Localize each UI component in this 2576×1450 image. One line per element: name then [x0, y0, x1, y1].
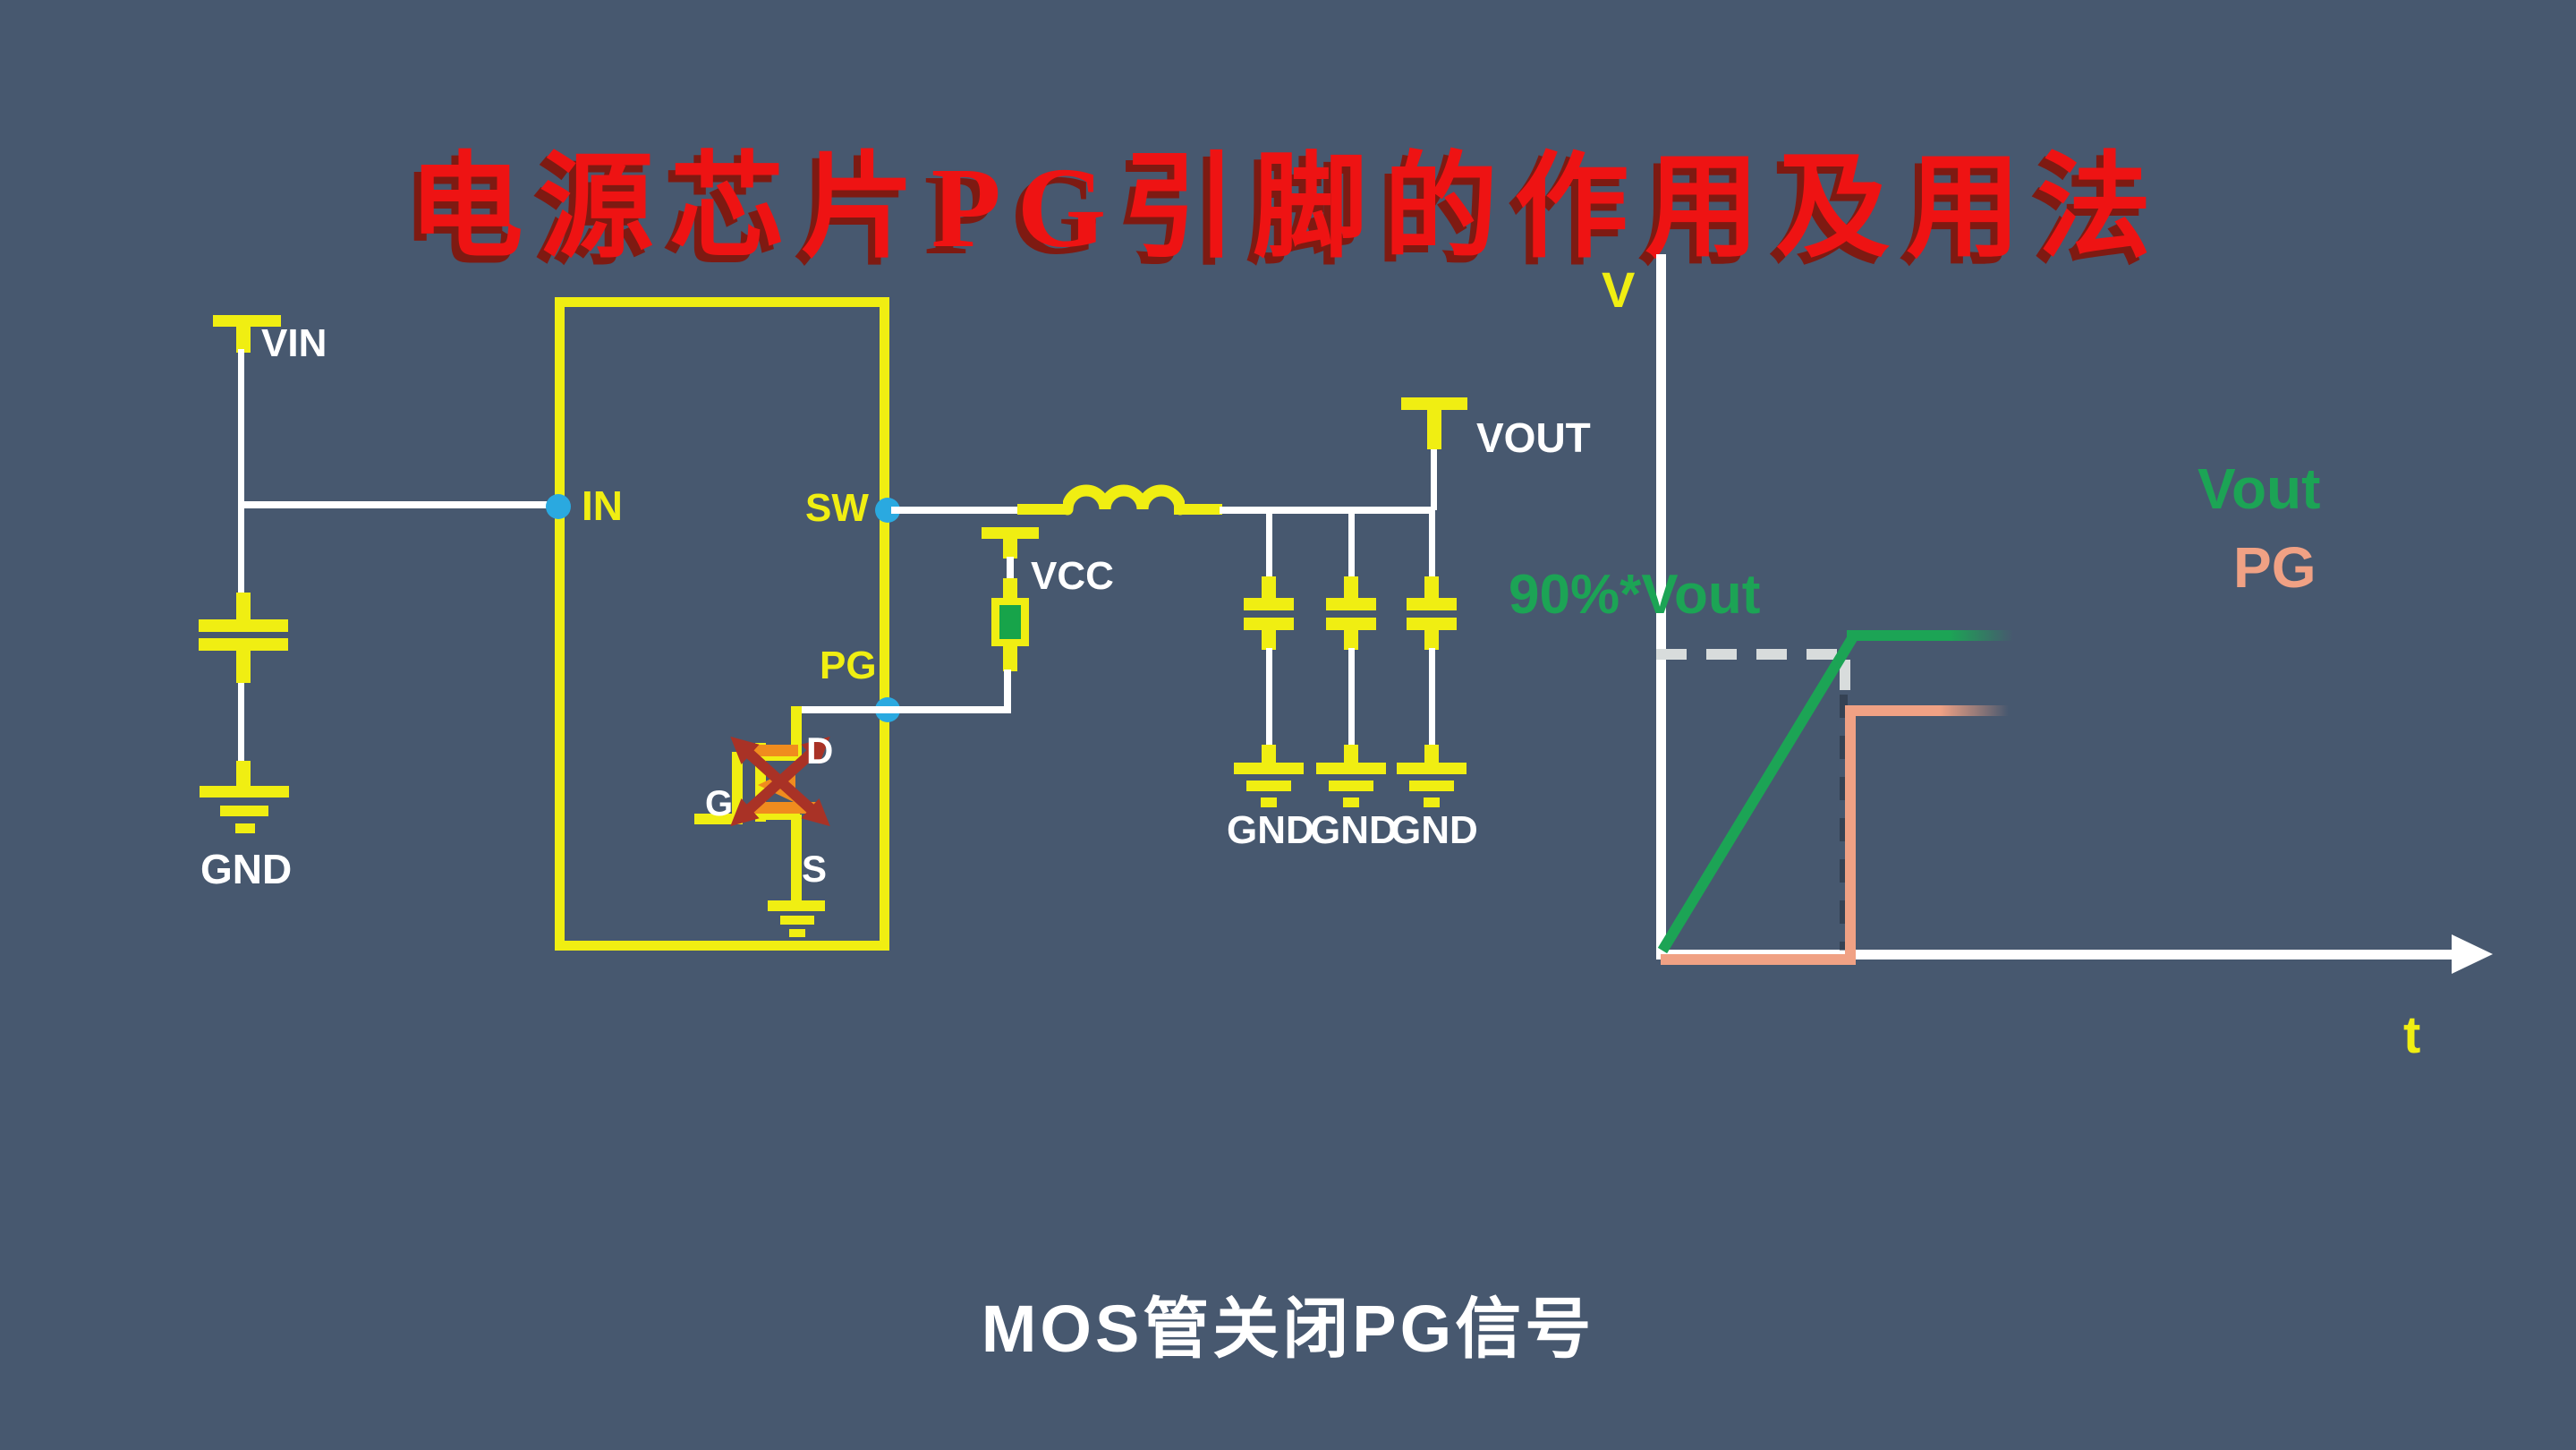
inductor-lead-right [1174, 504, 1222, 515]
chart-t-axis [1656, 950, 2456, 960]
cap2-wire-top [1348, 512, 1355, 580]
pg-curve-low [1661, 954, 1852, 965]
mosfet-gate-bar [732, 752, 743, 815]
mosfet-overlay-bar-top [750, 745, 798, 756]
chart-v-axis [1656, 254, 1666, 956]
threshold-label: 90%*Vout [1509, 564, 1761, 626]
power-ic-body [555, 297, 889, 951]
cap3-wire-top [1429, 512, 1435, 580]
inductor-coil [1063, 484, 1185, 516]
pg-pin-label: PG [820, 644, 877, 687]
cap3-plate-top [1407, 598, 1457, 610]
mosfet-gnd-bar3 [789, 929, 805, 937]
vcc-flag-stem [1003, 539, 1017, 559]
slide-caption: MOS管关闭PG信号 [981, 1292, 1595, 1366]
t-axis-arrow-icon [2452, 934, 2493, 974]
input-gnd-bar3 [235, 823, 255, 833]
cap2-gnd-stub [1344, 745, 1358, 766]
input-gnd-bar2 [220, 806, 268, 816]
cap1-gnd-bar3 [1261, 798, 1277, 807]
cap2-stub-top [1344, 576, 1358, 601]
mosfet-gnd-bar2 [780, 916, 814, 925]
threshold-projection-dashes [1840, 695, 1848, 951]
wire-vin-to-battery [238, 349, 244, 595]
mosfet-gate-label: G [705, 784, 734, 823]
pg-curve-high [1845, 705, 2009, 716]
input-gnd-bar1 [200, 786, 289, 798]
battery-plate-top [199, 619, 288, 632]
pullup-resistor-fill [999, 605, 1021, 639]
vcc-power-flag-bar [982, 527, 1039, 539]
input-gnd-stub [236, 761, 251, 788]
wire-battery-to-gnd [238, 683, 244, 765]
cap3-stub-top [1424, 576, 1439, 601]
cap3-gnd-stub [1424, 745, 1439, 766]
page-title: 电源芯片PG引脚的作用及用法 [408, 144, 2168, 271]
vout-curve-flat [1847, 630, 2013, 641]
cap2-wire-bottom [1348, 648, 1355, 764]
legend-vout: Vout [2198, 456, 2321, 521]
legend-pg: PG [2233, 535, 2317, 600]
in-pin-label: IN [582, 482, 623, 529]
vout-curve-ramp [1657, 634, 1858, 954]
cap3-gnd-bar3 [1424, 798, 1440, 807]
vout-label: VOUT [1476, 414, 1591, 461]
cap1-plate-bottom [1244, 618, 1294, 630]
pg-curve-step [1845, 705, 1856, 965]
cap2-stub-bottom [1344, 630, 1358, 650]
cap3-gnd-bar1 [1397, 763, 1467, 774]
vout-power-flag-bar [1401, 397, 1467, 410]
mosfet-source-label: S [802, 848, 828, 890]
threshold-drop-tick [1840, 660, 1850, 690]
cap2-plate-top [1326, 598, 1376, 610]
wire-resistor-to-pg [1004, 670, 1011, 710]
cap1-wire-top [1266, 512, 1272, 580]
wire-bus-to-vout [1431, 446, 1437, 510]
output-bus-wire [1220, 507, 1435, 514]
cap3-wire-bottom [1429, 648, 1435, 764]
wire-sw-to-inductor [891, 507, 1020, 514]
cap3-stub-bottom [1424, 630, 1439, 650]
cap3-plate-bottom [1407, 618, 1457, 630]
resistor-top-lead [1003, 578, 1017, 601]
vin-power-flag-stem [236, 315, 251, 353]
battery-top-stub [236, 593, 251, 621]
battery-bottom-stub [236, 651, 251, 683]
mosfet-drain-label: D [806, 729, 834, 772]
cap1-wire-bottom [1266, 648, 1272, 764]
cap1-stub-top [1262, 576, 1276, 601]
cap2-gnd-bar3 [1343, 798, 1359, 807]
sw-pin-label: SW [805, 486, 869, 530]
cap2-plate-bottom [1326, 618, 1376, 630]
mosfet-source-wire [791, 815, 802, 902]
cap1-gnd-label: GND [1227, 808, 1314, 852]
vcc-wire-gap [1007, 557, 1014, 580]
cap1-gnd-stub [1262, 745, 1276, 766]
cap1-gnd-bar2 [1246, 780, 1291, 791]
in-pin-node [546, 494, 571, 519]
vout-flag-stem [1427, 410, 1441, 449]
v-axis-label: V [1602, 261, 1636, 318]
cap1-plate-top [1244, 598, 1294, 610]
inductor-lead-left [1017, 504, 1067, 515]
pg-net-wire [793, 706, 1011, 713]
vin-label: VIN [261, 321, 327, 365]
vcc-label: VCC [1031, 554, 1114, 598]
wire-to-in-pin [238, 501, 557, 508]
mosfet-gate-lead [694, 814, 743, 824]
t-axis-label: t [2403, 1006, 2421, 1064]
resistor-bottom-lead [1003, 646, 1017, 671]
cap2-gnd-bar2 [1329, 780, 1373, 791]
threshold-dashed-line [1656, 649, 1848, 660]
cap2-gnd-label: GND [1310, 808, 1398, 852]
cap3-gnd-bar2 [1409, 780, 1454, 791]
cap3-gnd-label: GND [1390, 808, 1478, 852]
cap1-stub-bottom [1262, 630, 1276, 650]
cap1-gnd-bar1 [1234, 763, 1304, 774]
battery-plate-bottom [199, 638, 288, 651]
cap2-gnd-bar1 [1316, 763, 1386, 774]
input-gnd-label: GND [200, 846, 293, 892]
mosfet-gnd-bar1 [768, 900, 825, 911]
